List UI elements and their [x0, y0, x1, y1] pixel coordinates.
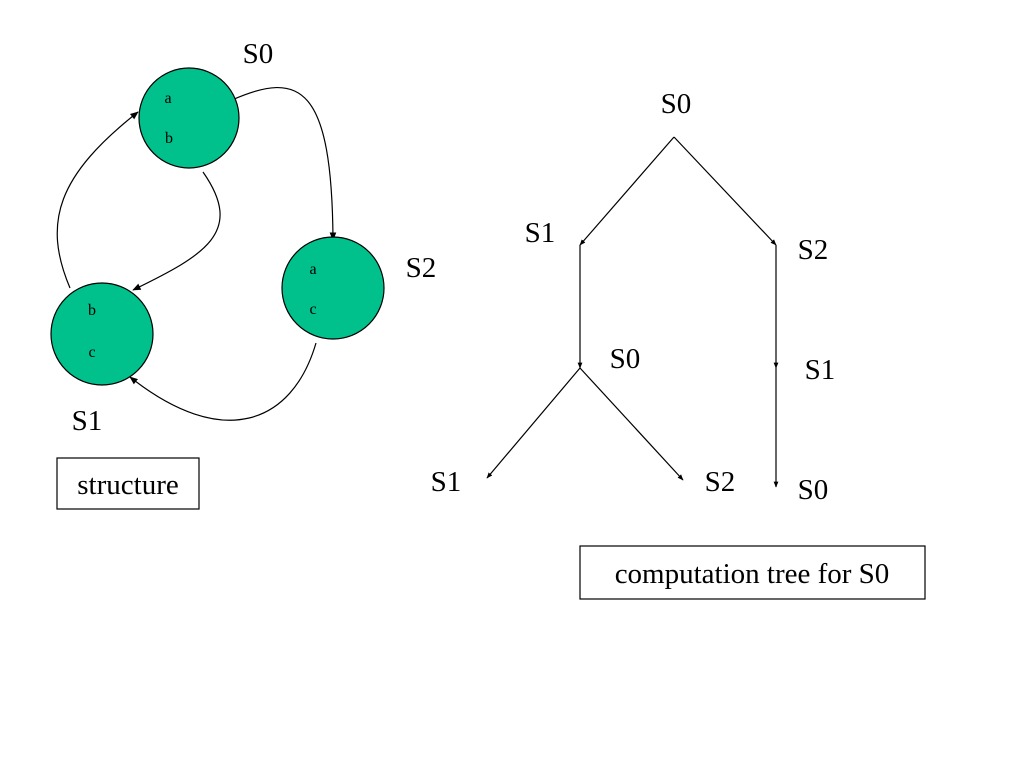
state-s1-circle [50, 282, 154, 386]
tree-node-root: S0 [661, 88, 692, 120]
tree-edge-l2-left [486, 367, 581, 479]
state-s2-label: S2 [406, 252, 437, 284]
tree-node-l2-left: S0 [610, 343, 641, 375]
tree-caption-box [579, 545, 926, 600]
state-s1-prop-2: c [88, 344, 95, 361]
tree-node-l3-middle: S2 [705, 466, 736, 498]
tree-caption: computation tree for S0 [579, 545, 926, 600]
structure-graph: a b S0 a c S2 b c S1 structure [50, 38, 437, 510]
tree-node-l1-right: S2 [798, 234, 829, 266]
tree-edge-l2-right [579, 367, 684, 481]
structure-caption-text: structure [77, 469, 178, 501]
state-s2: a c S2 [281, 236, 437, 340]
transition-s0-s2 [231, 87, 337, 241]
transition-s2-s1 [129, 342, 317, 421]
tree-node-l1-left: S1 [525, 217, 556, 249]
computation-tree: S0 S1 S2 S0 S1 S1 S2 S0 computation tree… [431, 88, 926, 600]
state-s0-prop-1: a [164, 90, 171, 107]
tree-edge-root-left [579, 136, 675, 246]
transition-s1-s0 [56, 111, 139, 289]
tree-node-l3-left: S1 [431, 466, 462, 498]
state-s0-prop-2: b [165, 130, 173, 147]
structure-caption-box [56, 457, 200, 510]
state-s2-prop-2: c [309, 301, 316, 318]
state-s0-label: S0 [243, 38, 274, 70]
tree-node-l2-right: S1 [805, 354, 836, 386]
tree-edge-root-right [673, 136, 777, 246]
state-s0-circle [138, 67, 240, 169]
transition-s0-s1 [132, 171, 221, 291]
state-s0: a b S0 [138, 38, 274, 169]
tree-node-l3-right: S0 [798, 474, 829, 506]
tree-caption-text: computation tree for S0 [615, 558, 890, 590]
state-s1: b c S1 [50, 282, 154, 437]
state-s2-prop-1: a [309, 261, 316, 278]
state-s1-prop-1: b [88, 302, 96, 319]
structure-caption: structure [56, 457, 200, 510]
state-s1-label: S1 [72, 405, 103, 437]
state-s2-circle [281, 236, 385, 340]
